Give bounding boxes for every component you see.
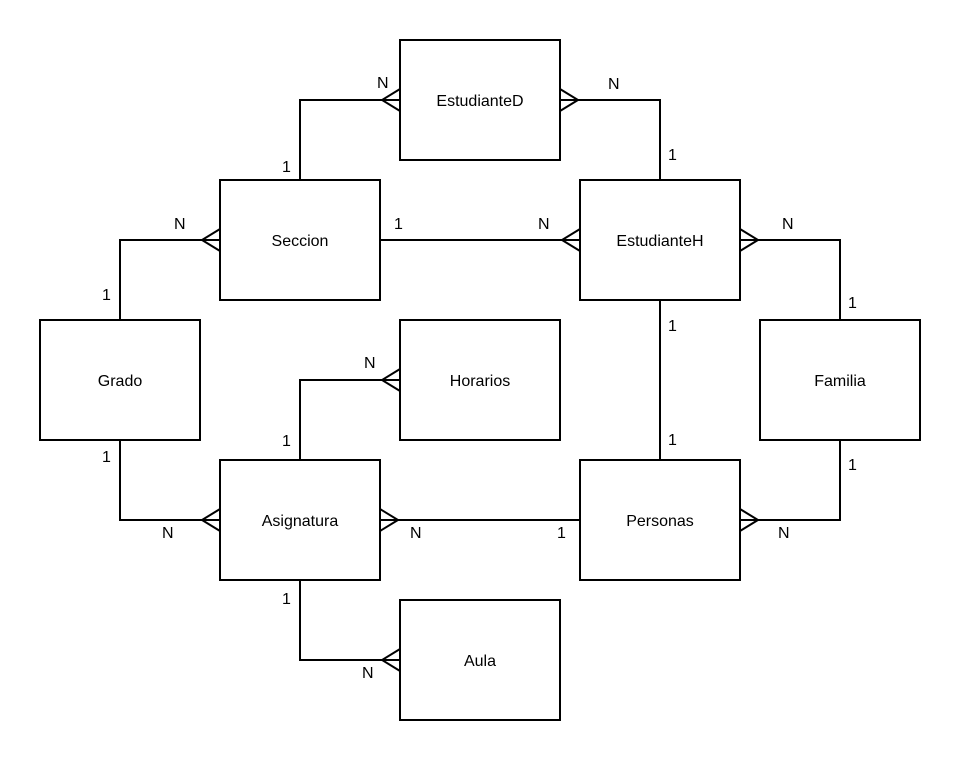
card-label: 1: [102, 287, 111, 304]
crowfoot-icon: [380, 88, 401, 112]
rel-familia-estudianteh: [740, 239, 841, 320]
rel-grado-asignatura: [119, 440, 220, 521]
card-label: 1: [557, 525, 566, 542]
card-label: N: [162, 525, 174, 542]
entity-label: Personas: [626, 513, 694, 530]
entity-box: [399, 599, 561, 721]
entity-aula: Aula: [399, 599, 561, 721]
card-label: 1: [668, 318, 677, 335]
crowfoot-icon: [739, 508, 760, 532]
entity-label: EstudianteH: [616, 233, 703, 250]
entity-box: [579, 179, 741, 301]
entity-box: [579, 459, 741, 581]
entity-label: Asignatura: [262, 513, 339, 530]
card-label: 1: [282, 159, 291, 176]
card-label: N: [364, 355, 376, 372]
entity-label: Seccion: [272, 233, 329, 250]
crowfoot-icon: [380, 648, 401, 672]
entity-label: Grado: [98, 373, 143, 390]
card-label: 1: [668, 432, 677, 449]
rel-asignatura-aula: [299, 580, 400, 661]
entity-label: EstudianteD: [436, 93, 523, 110]
rel-familia-personas: [740, 440, 841, 521]
card-label: 1: [102, 449, 111, 466]
card-label: N: [174, 216, 186, 233]
entity-asignatura: Asignatura: [219, 459, 381, 581]
crowfoot-icon: [560, 228, 581, 252]
card-label: N: [410, 525, 422, 542]
entity-estudianteh: EstudianteH: [579, 179, 741, 301]
rel-asignatura-horarios: [299, 379, 400, 460]
entity-seccion: Seccion: [219, 179, 381, 301]
entity-box: [39, 319, 201, 441]
card-label: 1: [848, 295, 857, 312]
crowfoot-icon: [200, 228, 221, 252]
crowfoot-icon: [380, 368, 401, 392]
connectors: [119, 88, 841, 672]
card-label: N: [782, 216, 794, 233]
entity-horarios: Horarios: [399, 319, 561, 441]
crowfoot-icon: [200, 508, 221, 532]
crowfoot-icon: [559, 88, 580, 112]
entity-familia: Familia: [759, 319, 921, 441]
crowfoot-icon: [379, 508, 400, 532]
entity-personas: Personas: [579, 459, 741, 581]
entity-box: [219, 459, 381, 581]
entity-box: [399, 319, 561, 441]
entity-estudianted: EstudianteD: [399, 39, 561, 161]
entity-box: [219, 179, 381, 301]
card-label: 1: [282, 433, 291, 450]
entity-box: [759, 319, 921, 441]
crowfoot-icon: [739, 228, 760, 252]
rel-grado-seccion: [119, 239, 220, 320]
card-label: 1: [282, 591, 291, 608]
card-label: N: [377, 75, 389, 92]
card-label: N: [538, 216, 550, 233]
card-label: N: [778, 525, 790, 542]
cardinality-labels: N 1 N 1 1 N N 1 N 1 N 1 1 N N 1 1 1 1 N …: [102, 75, 857, 682]
entity-box: [399, 39, 561, 161]
card-label: 1: [848, 457, 857, 474]
entity-label: Familia: [814, 373, 866, 390]
card-label: N: [362, 665, 374, 682]
entity-grado: Grado: [39, 319, 201, 441]
rel-seccion-estudianted: [299, 99, 400, 180]
rel-estudianteh-estudianted: [560, 99, 661, 180]
card-label: N: [608, 76, 620, 93]
entity-label: Aula: [464, 653, 496, 670]
entity-label: Horarios: [450, 373, 510, 390]
card-label: 1: [668, 147, 677, 164]
card-label: 1: [394, 216, 403, 233]
